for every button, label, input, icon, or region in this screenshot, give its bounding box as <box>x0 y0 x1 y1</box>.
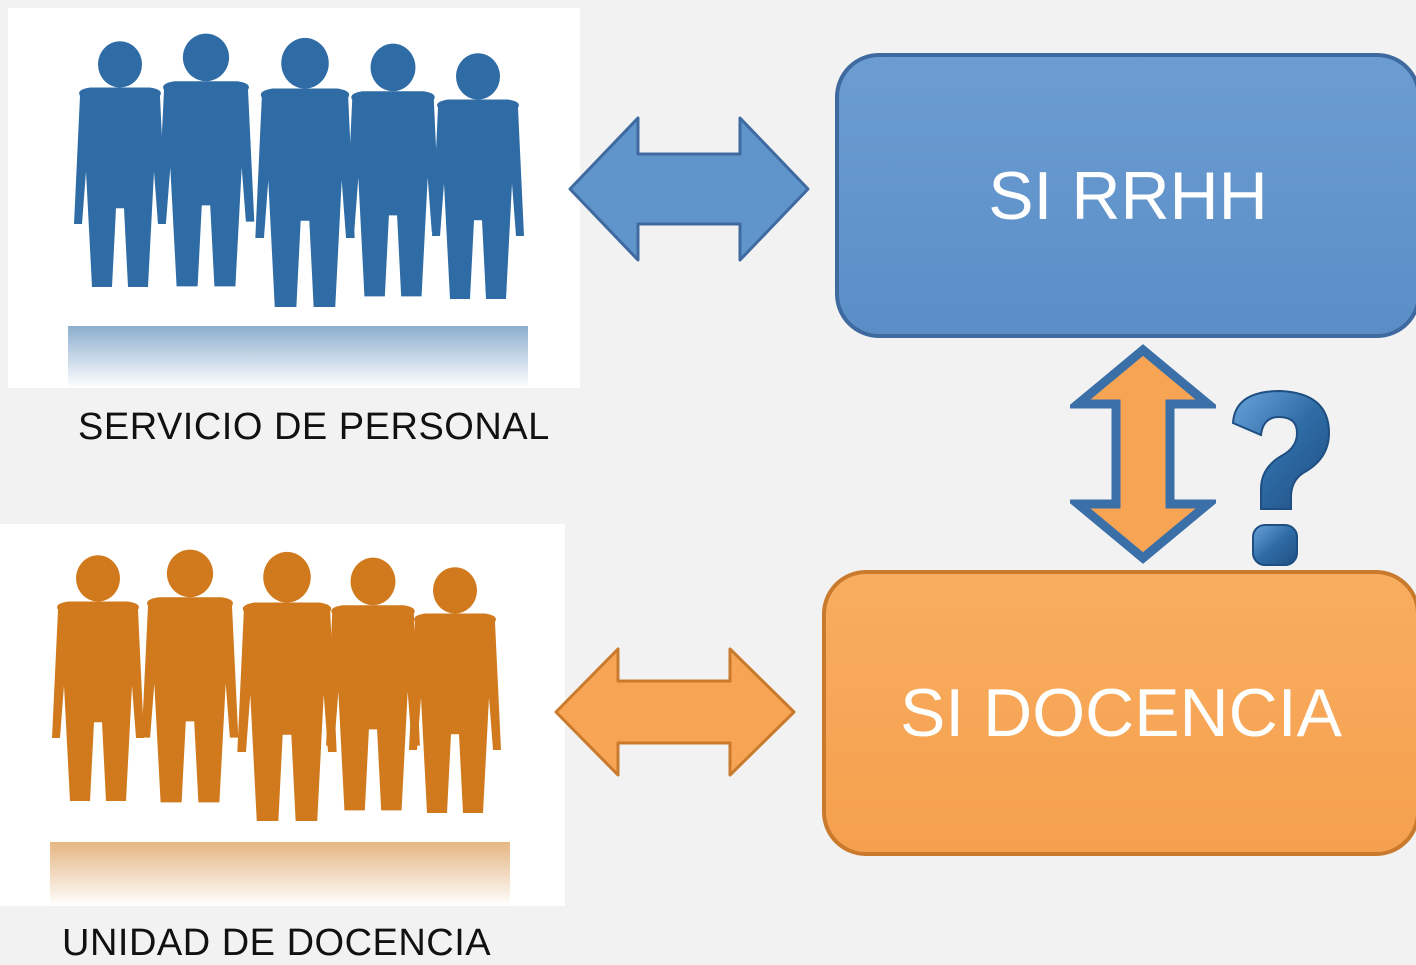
double-arrow-horizontal-orange <box>554 647 796 777</box>
si-docencia-label: SI DOCENCIA <box>899 675 1343 751</box>
caption-servicio-de-personal: SERVICIO DE PERSONAL <box>78 406 550 448</box>
caption-unidad-de-docencia: UNIDAD DE DOCENCIA <box>62 922 492 964</box>
double-arrow-horizontal-blue <box>568 116 810 262</box>
double-arrow-vertical <box>1070 344 1216 564</box>
docencia-people-image <box>0 524 565 906</box>
blue-people-silhouettes-icon <box>68 33 528 388</box>
si-docencia-box: SI DOCENCIA <box>822 570 1416 856</box>
si-rrhh-box: SI RRHH <box>835 53 1416 338</box>
personal-people-image <box>8 8 580 388</box>
question-mark-icon <box>1231 389 1331 566</box>
orange-people-silhouettes-icon <box>50 549 510 906</box>
si-rrhh-label: SI RRHH <box>988 157 1268 234</box>
